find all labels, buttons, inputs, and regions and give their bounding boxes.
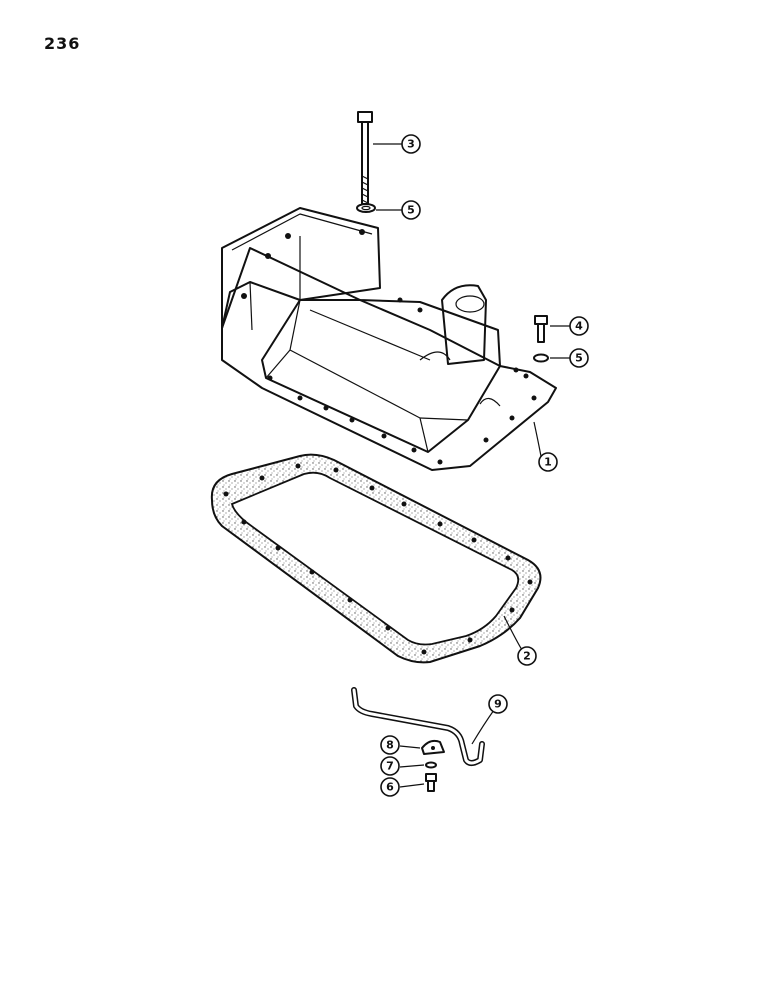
oil-tube bbox=[351, 687, 485, 766]
long-cap-screw bbox=[357, 111, 373, 205]
callout-2: 2 bbox=[517, 646, 537, 666]
callout-4: 4 bbox=[569, 316, 589, 336]
svg-text:4: 4 bbox=[575, 320, 583, 333]
callout-9: 9 bbox=[488, 694, 508, 714]
leader-9 bbox=[471, 709, 495, 745]
svg-text:3: 3 bbox=[407, 138, 415, 151]
callout-5-upper: 5 bbox=[401, 200, 421, 220]
leader-8 bbox=[399, 745, 421, 749]
clip-lock-washer bbox=[425, 761, 437, 769]
oil-pan-gasket bbox=[210, 453, 542, 664]
svg-text:9: 9 bbox=[494, 698, 502, 711]
tube-clip bbox=[421, 739, 445, 755]
svg-text:7: 7 bbox=[386, 760, 394, 773]
leader-7 bbox=[399, 764, 425, 768]
svg-text:8: 8 bbox=[386, 739, 394, 752]
callout-5-right: 5 bbox=[569, 348, 589, 368]
svg-text:5: 5 bbox=[575, 352, 583, 365]
leader-2 bbox=[503, 615, 523, 651]
svg-text:6: 6 bbox=[386, 781, 394, 794]
short-cap-screw bbox=[534, 315, 548, 343]
oil-pan-housing bbox=[221, 207, 557, 471]
clip-cap-screw bbox=[425, 773, 437, 792]
callout-3: 3 bbox=[401, 134, 421, 154]
lock-washer-upper bbox=[356, 203, 376, 213]
svg-text:5: 5 bbox=[407, 204, 415, 217]
callout-8: 8 bbox=[380, 735, 400, 755]
callout-7: 7 bbox=[380, 756, 400, 776]
svg-text:1: 1 bbox=[544, 456, 552, 469]
callout-6: 6 bbox=[380, 777, 400, 797]
page-number: 236 bbox=[44, 34, 81, 53]
leader-6 bbox=[399, 783, 425, 788]
svg-text:2: 2 bbox=[523, 650, 531, 663]
callout-1: 1 bbox=[538, 452, 558, 472]
lock-washer-right bbox=[533, 353, 549, 363]
